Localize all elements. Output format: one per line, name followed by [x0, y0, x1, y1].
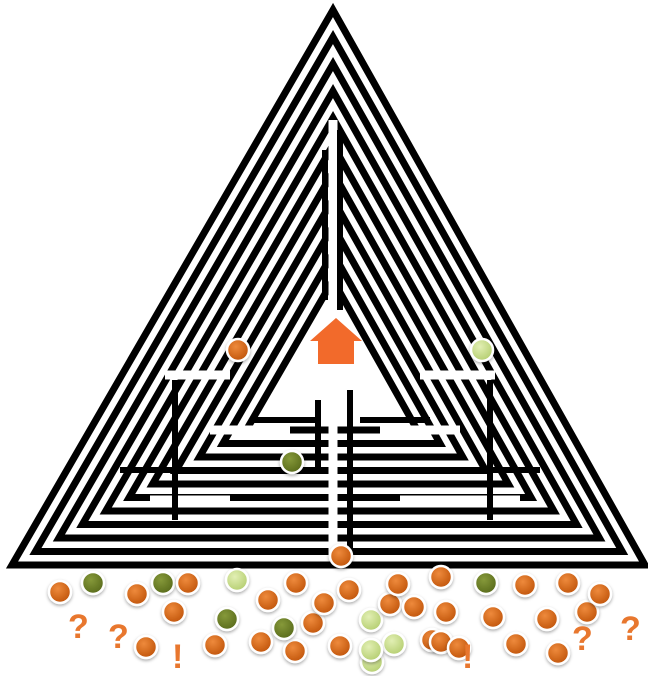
crowd-dot-orange — [163, 601, 185, 623]
crowd-dot-orange — [547, 642, 569, 664]
crowd-dot-light — [360, 609, 382, 631]
crowd-dots — [49, 566, 611, 673]
crowd-dot-orange — [430, 566, 452, 588]
maze-dot-light — [471, 339, 493, 361]
crowd-dot-orange — [338, 579, 360, 601]
crowd-dot-orange — [589, 583, 611, 605]
crowd-dot-orange — [329, 635, 351, 657]
crowd-dot-orange — [135, 636, 157, 658]
crowd-dot-olive — [475, 572, 497, 594]
exclamation-mark: ! — [172, 638, 183, 676]
crowd-dot-orange — [302, 612, 324, 634]
crowd-dot-orange — [313, 592, 335, 614]
crowd-dot-orange — [379, 593, 401, 615]
maze-dot-orange — [330, 545, 352, 567]
question-mark: ? — [68, 608, 89, 646]
crowd-dot-orange — [387, 573, 409, 595]
crowd-dot-olive — [216, 608, 238, 630]
crowd-dot-orange — [403, 596, 425, 618]
crowd-dot-orange — [435, 601, 457, 623]
crowd-dot-orange — [557, 572, 579, 594]
crowd-dot-light — [383, 633, 405, 655]
crowd-dot-orange — [250, 631, 272, 653]
crowd-dot-olive — [273, 617, 295, 639]
maze-dot-olive — [281, 451, 303, 473]
question-mark: ? — [572, 620, 593, 658]
crowd-dot-orange — [126, 583, 148, 605]
crowd-dot-light — [226, 569, 248, 591]
crowd-dot-orange — [49, 581, 71, 603]
exclamation-mark: ! — [462, 638, 473, 676]
crowd-dot-orange — [536, 608, 558, 630]
crowd-dot-orange — [204, 634, 226, 656]
crowd-dot-orange — [482, 606, 504, 628]
crowd-dot-orange — [257, 589, 279, 611]
question-mark: ? — [620, 610, 641, 648]
question-mark: ? — [108, 618, 129, 656]
crowd-dot-orange — [177, 572, 199, 594]
crowd-dot-orange — [285, 572, 307, 594]
crowd-dot-olive — [82, 572, 104, 594]
crowd-dot-olive — [152, 572, 174, 594]
crowd-dot-light — [360, 639, 382, 661]
crowd-dot-orange — [514, 574, 536, 596]
maze-dot-orange — [227, 339, 249, 361]
crowd-dot-orange — [284, 640, 306, 662]
crowd-dot-orange — [505, 633, 527, 655]
